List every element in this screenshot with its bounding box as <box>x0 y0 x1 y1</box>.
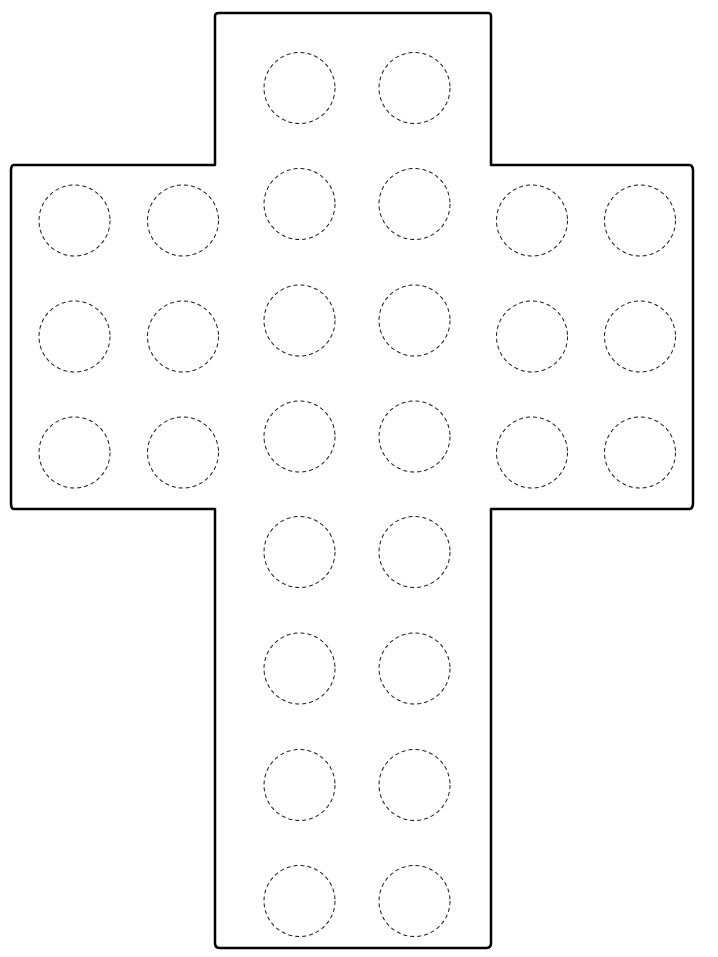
peg-hole-arm-right-2-outer[interactable] <box>604 300 676 373</box>
peg-hole-bottom-3-left[interactable] <box>263 865 336 937</box>
peg-hole-bottom-3-right[interactable] <box>378 865 451 937</box>
peg-hole-arm-left-1-outer[interactable] <box>38 184 111 257</box>
peg-hole-center-1-left[interactable] <box>263 284 336 357</box>
peg-hole-arm-right-1-outer[interactable] <box>604 184 676 257</box>
peg-hole-arm-right-2-inner[interactable] <box>496 300 568 373</box>
peg-hole-arm-right-3-outer[interactable] <box>604 416 676 489</box>
peg-hole-arm-left-3-inner[interactable] <box>147 416 219 489</box>
peg-hole-center-3-left[interactable] <box>263 516 336 588</box>
peg-hole-bottom-1-left[interactable] <box>263 632 336 705</box>
peg-hole-top-2-left[interactable] <box>263 168 336 240</box>
peg-hole-bottom-1-right[interactable] <box>378 632 451 705</box>
peg-hole-top-1-left[interactable] <box>263 52 336 124</box>
peg-hole-center-2-right[interactable] <box>378 400 451 473</box>
peg-hole-center-3-right[interactable] <box>378 516 451 588</box>
peg-hole-arm-left-2-outer[interactable] <box>38 300 111 373</box>
peg-hole-top-1-right[interactable] <box>378 52 451 124</box>
peg-hole-arm-right-3-inner[interactable] <box>496 416 568 489</box>
peg-hole-arm-right-1-inner[interactable] <box>496 184 568 257</box>
cross-outline <box>9 11 695 950</box>
peg-hole-bottom-2-right[interactable] <box>378 749 451 821</box>
peg-hole-bottom-2-left[interactable] <box>263 749 336 821</box>
peg-hole-center-1-right[interactable] <box>378 284 451 357</box>
peg-hole-arm-left-2-inner[interactable] <box>147 300 219 373</box>
peg-hole-arm-left-1-inner[interactable] <box>147 184 219 257</box>
peg-hole-arm-left-3-outer[interactable] <box>38 416 111 489</box>
peg-hole-center-2-left[interactable] <box>263 400 336 473</box>
peg-holes <box>38 52 676 937</box>
peg-hole-top-2-right[interactable] <box>378 168 451 240</box>
